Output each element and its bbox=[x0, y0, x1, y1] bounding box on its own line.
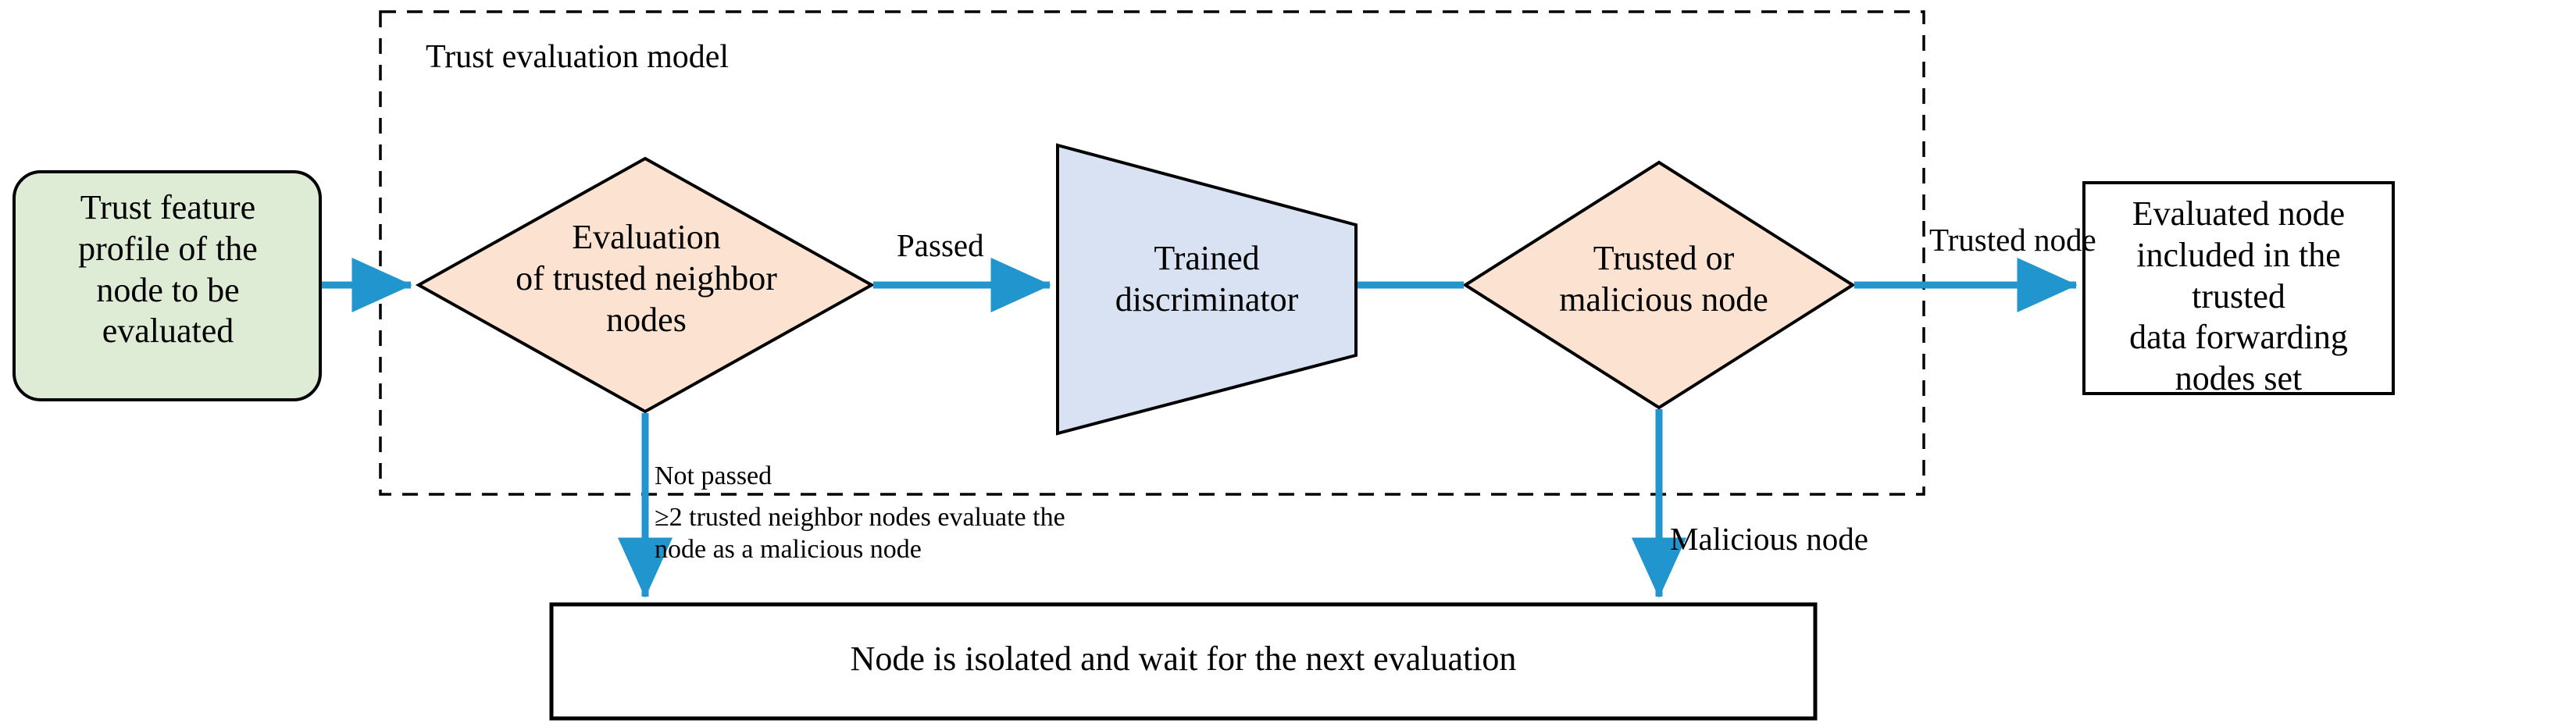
decision-trusted-shape[interactable] bbox=[1462, 160, 1856, 410]
edge-label-passed: Passed bbox=[897, 227, 984, 263]
discriminator-shape[interactable] bbox=[1056, 143, 1358, 436]
edge-label-not-passed-detail: ≥2 trusted neighbor nodes evaluate the n… bbox=[655, 503, 1065, 564]
result-trusted-shape[interactable] bbox=[2082, 181, 2395, 395]
edge-label-trusted-node: Trusted node bbox=[1929, 222, 2096, 258]
trust-evaluation-model-container bbox=[379, 10, 1925, 496]
container-title: Trust evaluation model bbox=[426, 39, 730, 75]
edge-label-not-passed: Not passed bbox=[655, 462, 772, 490]
result-isolated-shape[interactable] bbox=[549, 602, 1818, 721]
edge-label-malicious-node: Malicious node bbox=[1670, 521, 1868, 557]
decision-neighbors-shape[interactable] bbox=[415, 156, 876, 414]
input-node-shape[interactable] bbox=[12, 170, 322, 401]
